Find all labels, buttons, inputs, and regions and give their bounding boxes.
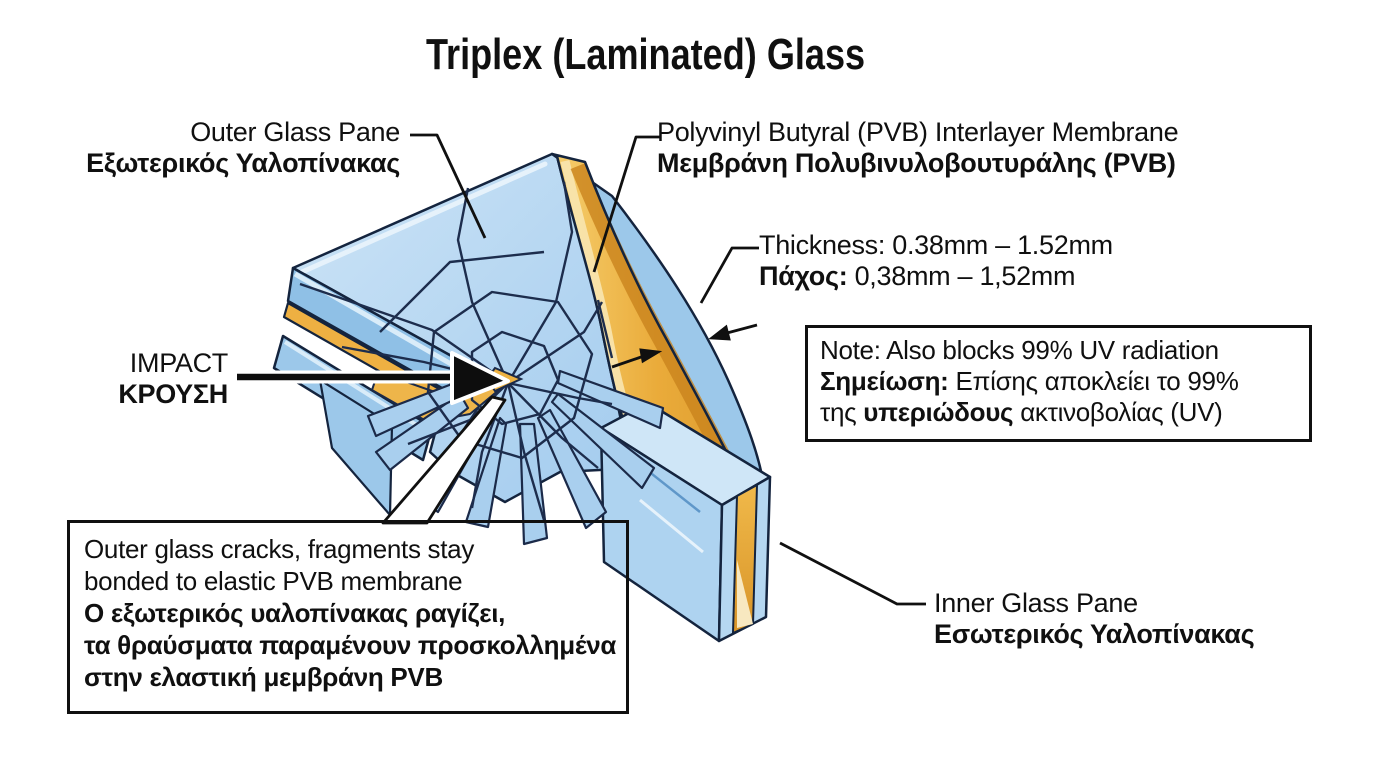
leader-inner-pane: [779, 541, 926, 606]
uv-note-el2: της υπεριώδους ακτινοβολίας (UV): [820, 397, 1223, 427]
impact-label-en: IMPACT: [129, 348, 229, 378]
uv-note-el1: Σημείωση: Επίσης αποκλείει το 99%: [820, 366, 1239, 396]
uv-note-en: Note: Also blocks 99% UV radiation: [820, 335, 1219, 365]
impact-arrow-icon: [237, 351, 524, 405]
page-title: Triplex (Laminated) Glass: [426, 30, 866, 79]
inner-pane-label-el: Εσωτερικός Υαλοπίνακας: [934, 619, 1255, 649]
inner-glass-pane-shape: [599, 401, 772, 643]
callout-pointer: [381, 395, 507, 525]
outer-pane-label: Outer Glass Pane Εξωτερικός Υαλοπίνακας: [0, 117, 400, 179]
crack-note-el3: στην ελαστική μεμβράνη PVB: [84, 662, 443, 692]
inner-pane-label-en: Inner Glass Pane: [934, 588, 1138, 618]
crack-note-el2: τα θραύσματα παραμένουν προσκολλημένα: [84, 630, 617, 660]
leader-outer-pane: [410, 133, 487, 239]
outer-pane-label-en: Outer Glass Pane: [190, 117, 400, 147]
impact-label: IMPACT ΚΡΟΥΣΗ: [0, 348, 228, 410]
pvb-label: Polyvinyl Butyral (PVB) Interlayer Membr…: [657, 117, 1179, 179]
leader-thickness: [699, 246, 759, 304]
crack-note-en1: Outer glass cracks, fragments stay: [84, 534, 475, 564]
crack-note-en2: bonded to elastic PVB membrane: [84, 566, 463, 596]
thickness-label-en: Thickness: 0.38mm – 1.52mm: [759, 230, 1113, 260]
thickness-arrows: [611, 323, 758, 369]
crack-note-box: Outer glass cracks, fragments stay bonde…: [67, 520, 629, 714]
pvb-label-en: Polyvinyl Butyral (PVB) Interlayer Membr…: [657, 117, 1179, 147]
leader-pvb: [592, 135, 661, 273]
inner-pane-label: Inner Glass Pane Εσωτερικός Υαλοπίνακας: [934, 588, 1255, 650]
thickness-label: Thickness: 0.38mm – 1.52mm Πάχος: 0,38mm…: [759, 230, 1113, 292]
outer-pane-label-el: Εξωτερικός Υαλοπίνακας: [86, 148, 400, 178]
pvb-label-el: Μεμβράνη Πολυβινυλοβουτυράλης (PVB): [657, 148, 1176, 178]
thickness-label-el: Πάχος: 0,38mm – 1,52mm: [759, 261, 1076, 291]
impact-label-el: ΚΡΟΥΣΗ: [118, 379, 228, 409]
uv-note-box: Note: Also blocks 99% UV radiation Σημεί…: [805, 325, 1312, 442]
crack-note-el1: Ο εξωτερικός υαλοπίνακας ραγίζει,: [84, 598, 506, 628]
